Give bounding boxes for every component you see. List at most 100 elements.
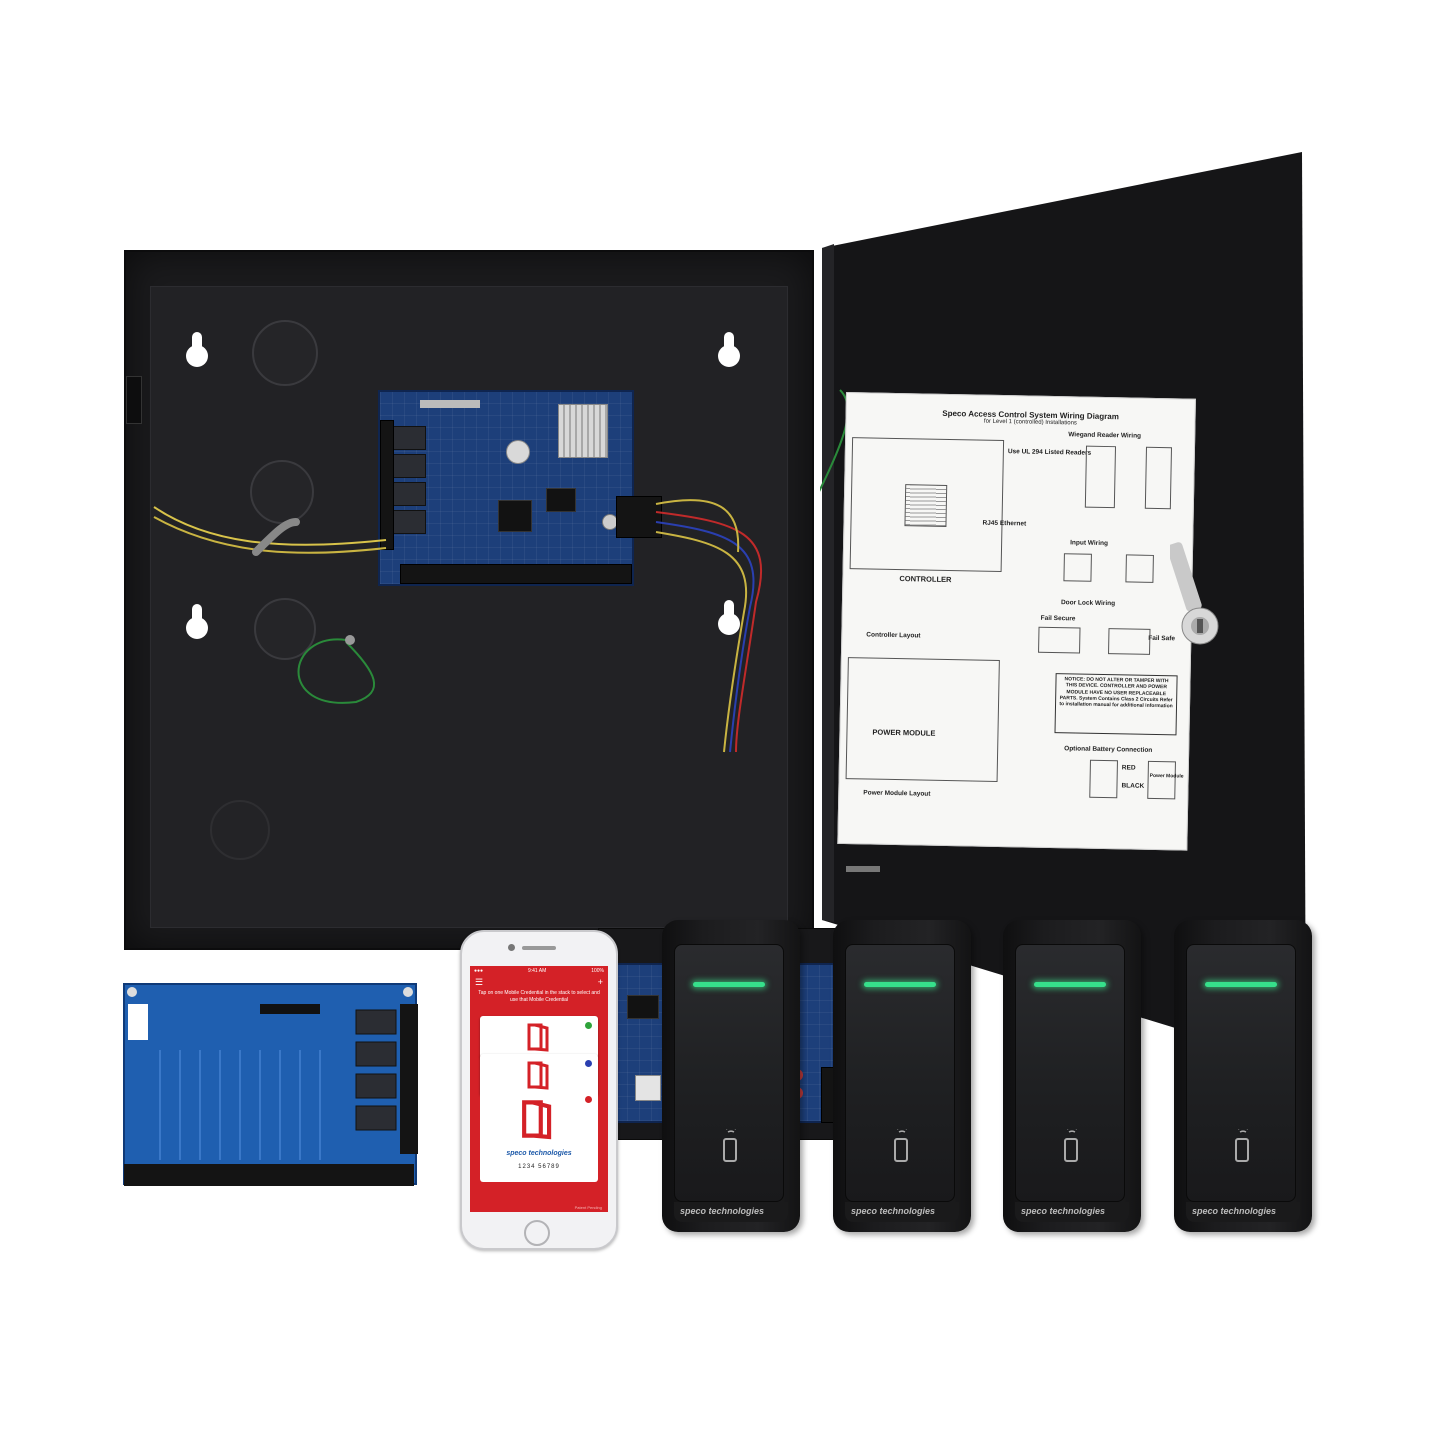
relay <box>390 454 426 478</box>
reader-face <box>1186 944 1296 1202</box>
keyhole-slot <box>718 600 740 635</box>
lock-schematic <box>1038 626 1081 654</box>
nfc-phone-icon <box>1235 1129 1249 1162</box>
input-schematic <box>1125 554 1154 583</box>
processor-schematic <box>904 484 948 527</box>
wiring-diagram-sticker: Speco Access Control System Wiring Diagr… <box>837 392 1196 851</box>
mobile-credential-app-screen: ●●● 9:41 AM 100% ☰ + Tap on one Mobile C… <box>470 966 608 1212</box>
knockout-hole <box>252 320 318 386</box>
knockout-hole <box>250 460 314 524</box>
speaker-grille <box>522 946 556 950</box>
door-lock-label: Door Lock Wiring <box>1060 599 1116 608</box>
credential-card[interactable] <box>480 1016 598 1058</box>
front-camera <box>508 944 515 951</box>
plus-icon[interactable]: + <box>597 977 603 987</box>
home-button[interactable] <box>524 1220 550 1246</box>
reader-schematic <box>1144 446 1172 510</box>
credential-dot <box>585 1060 592 1067</box>
keyhole-slot <box>718 332 740 367</box>
memory-chip <box>546 488 576 512</box>
terminal-block <box>616 496 662 538</box>
power-module-label: POWER MODULE <box>872 727 936 738</box>
input-wiring-label: Input Wiring <box>1070 539 1109 548</box>
processor-chip <box>498 500 532 532</box>
card-reader: speco technologies <box>1174 920 1312 1232</box>
smartphone: ●●● 9:41 AM 100% ☰ + Tap on one Mobile C… <box>460 930 618 1250</box>
knockout-hole <box>210 800 270 860</box>
regulator-chip <box>627 995 659 1019</box>
status-led <box>1205 982 1277 987</box>
rj45-label: RJ45 Ethernet <box>982 519 1027 528</box>
status-led <box>693 982 765 987</box>
brand-logo: speco technologies <box>506 1150 572 1157</box>
reader-schematic <box>1084 445 1117 509</box>
credential-dot <box>585 1096 592 1103</box>
inductor <box>635 1075 661 1101</box>
power-layout-label: Power Module Layout <box>863 789 931 798</box>
expansion-board <box>123 983 418 1186</box>
controller-board <box>378 390 662 586</box>
credential-card-selected[interactable]: speco technologies 1234 56789 <box>480 1090 598 1182</box>
patent-text: Patent Pending <box>574 1205 602 1210</box>
status-led <box>864 982 936 987</box>
logo-band <box>1186 1202 1300 1222</box>
credential-dot <box>585 1022 592 1029</box>
black-wire-label: BLACK <box>1121 782 1145 790</box>
credential-card[interactable] <box>480 1054 598 1096</box>
coin-battery <box>506 440 530 464</box>
hinge <box>126 376 142 424</box>
fail-secure-label: Fail Secure <box>1040 614 1076 623</box>
wiegand-label: Wiegand Reader Wiring <box>1068 431 1142 440</box>
enclosure-cabinet <box>124 250 890 1140</box>
card-reader: speco technologies <box>833 920 971 1232</box>
controller-layout-label: Controller Layout <box>866 631 921 640</box>
credential-hint: Tap on one Mobile Credential in the stac… <box>478 990 600 1003</box>
logo-band <box>1015 1202 1129 1222</box>
door-logo-icon <box>527 1023 549 1052</box>
power-module-box <box>1147 760 1176 800</box>
input-schematic <box>1063 553 1092 582</box>
lock-schematic <box>1108 628 1151 655</box>
pin-header <box>420 400 480 408</box>
controller-label: CONTROLLER <box>899 574 952 585</box>
battery-schematic <box>1089 759 1118 799</box>
relay <box>390 482 426 506</box>
logo-band <box>674 1202 788 1222</box>
red-wire-label: RED <box>1121 764 1136 772</box>
status-led <box>1034 982 1106 987</box>
ul294-label: Use UL 294 Listed Readers <box>1007 448 1092 457</box>
door-logo-icon <box>527 1061 549 1090</box>
logo-band <box>845 1202 959 1222</box>
notice-box: NOTICE: DO NOT ALTER OR TAMPER WITH THIS… <box>1054 673 1178 736</box>
reader-brand-logo: speco technologies <box>1192 1206 1277 1216</box>
keyhole-slot <box>186 332 208 367</box>
heatsink <box>558 404 608 458</box>
knockout-hole <box>254 598 316 660</box>
terminal-block <box>380 420 394 550</box>
status-time: 9:41 AM <box>527 968 547 974</box>
nfc-phone-icon <box>1064 1129 1078 1162</box>
nfc-phone-icon <box>723 1129 737 1162</box>
nfc-phone-icon <box>894 1129 908 1162</box>
battery-label: Optional Battery Connection <box>1064 745 1153 754</box>
hamburger-icon[interactable]: ☰ <box>475 976 484 987</box>
status-bar: ●●● 9:41 AM 100% <box>470 966 608 976</box>
reader-face <box>845 944 955 1202</box>
reader-face <box>1015 944 1125 1202</box>
reader-brand-logo: speco technologies <box>851 1206 936 1216</box>
reader-brand-logo: speco technologies <box>1021 1206 1106 1216</box>
relay <box>390 510 426 534</box>
app-navbar: ☰ + <box>470 976 608 988</box>
door-logo-icon <box>522 1100 552 1140</box>
keyhole-slot <box>186 604 208 639</box>
power-module-box-label: Power Module <box>1149 772 1184 780</box>
reader-brand-logo: speco technologies <box>680 1206 765 1216</box>
cam-lock <box>1170 542 1219 645</box>
card-reader: speco technologies <box>662 920 800 1232</box>
signal-icon: ●●● <box>474 968 484 974</box>
terminal-block <box>400 564 632 584</box>
card-number: 1234 56789 <box>518 1164 560 1170</box>
relay <box>390 426 426 450</box>
reader-face <box>674 944 784 1202</box>
battery-level: 100% <box>591 968 604 974</box>
